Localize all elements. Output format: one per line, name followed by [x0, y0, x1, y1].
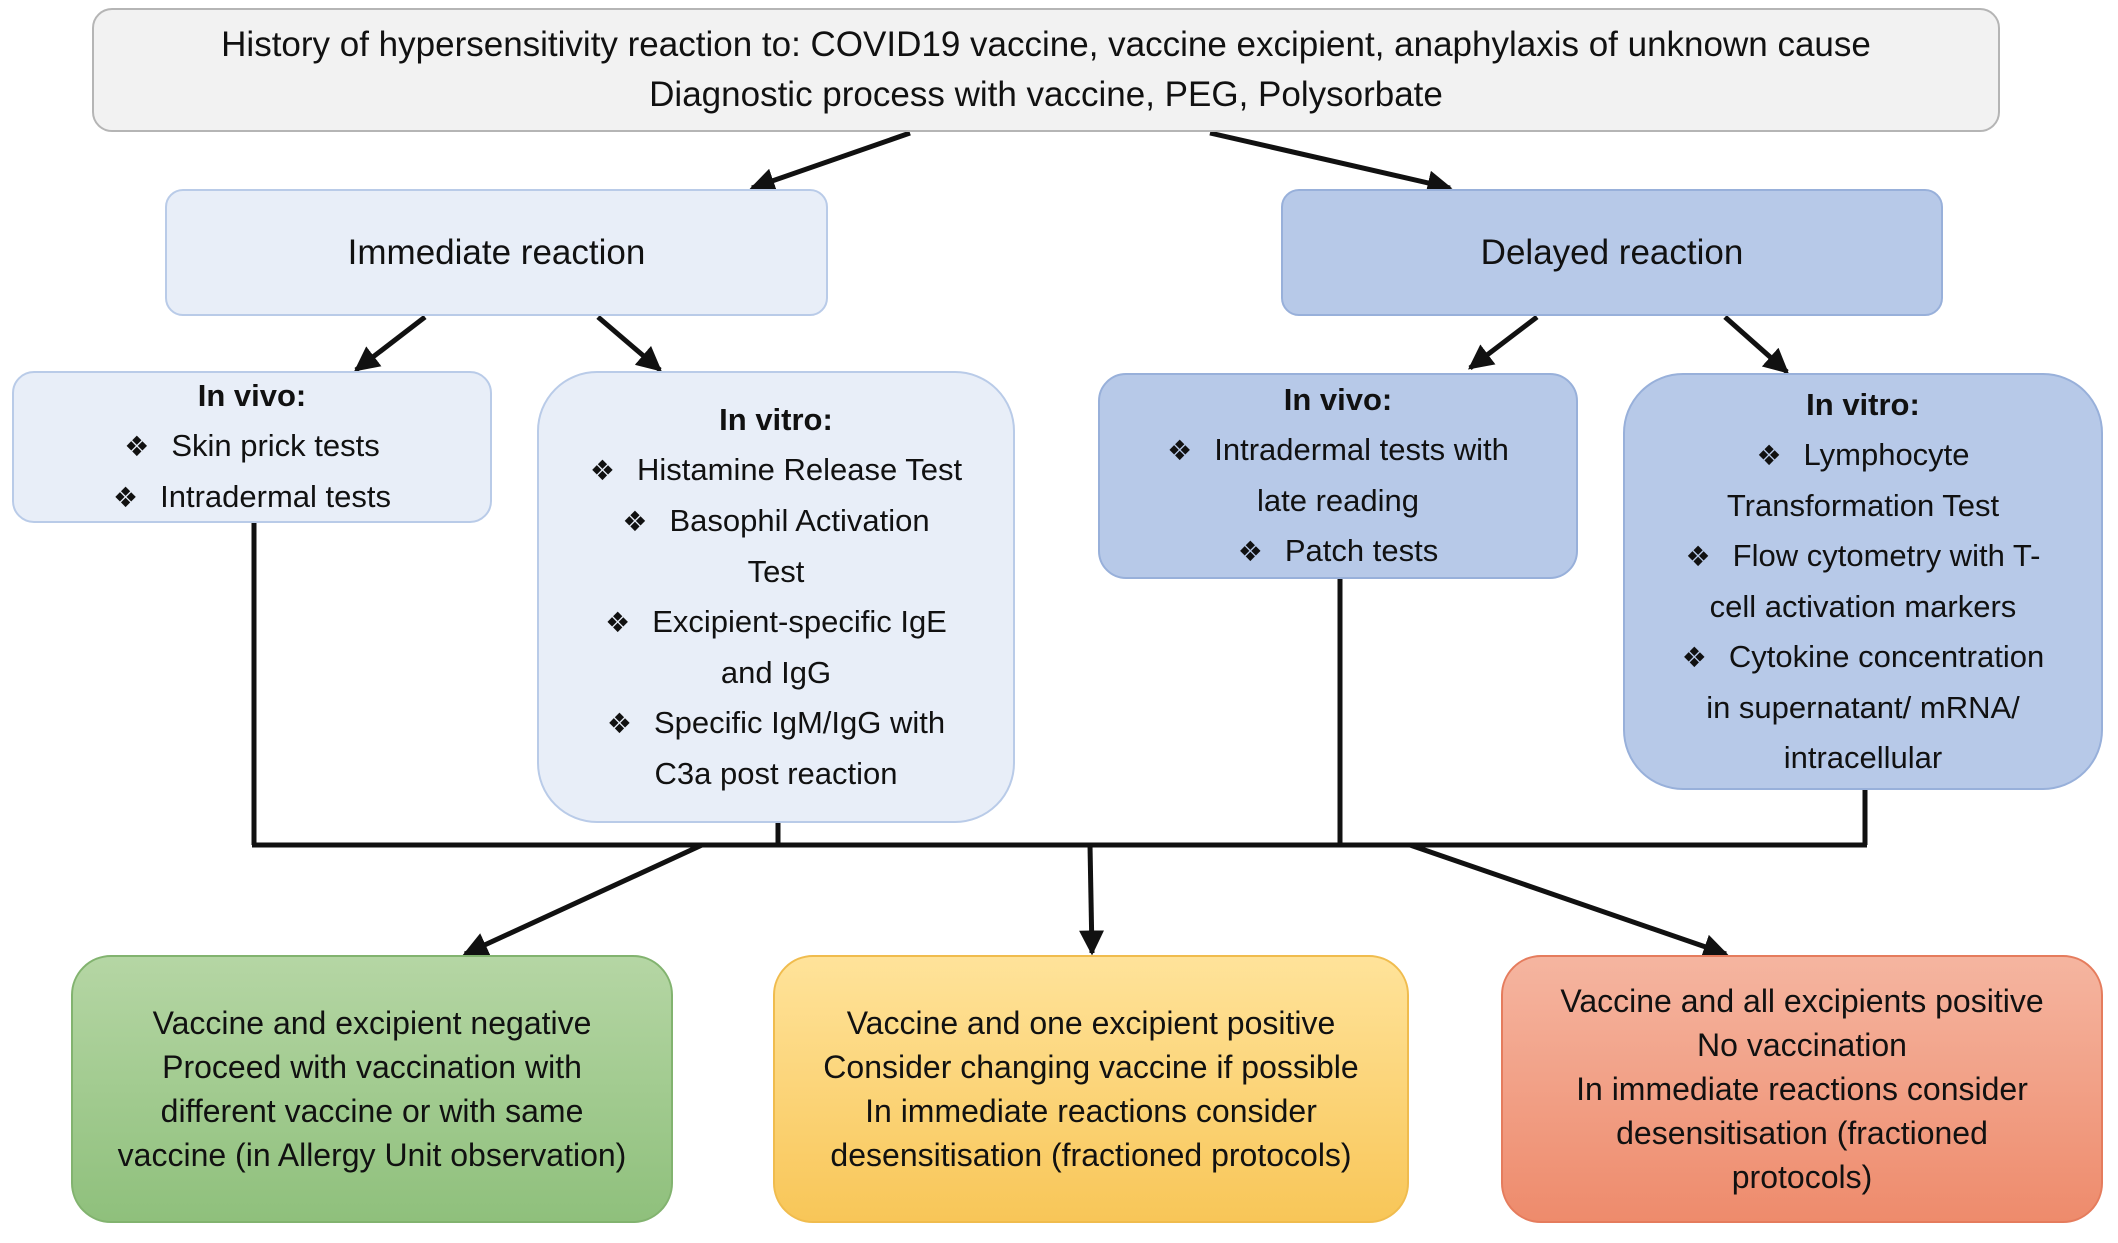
immediate-in-vivo-list: ❖ Skin prick tests ❖ Intradermal tests	[113, 421, 391, 523]
immediate-in-vivo-box: In vivo: ❖ Skin prick tests ❖ Intradermal t…	[12, 371, 492, 523]
test-list-item: ❖ Lymphocyte	[1682, 430, 2044, 481]
test-list-item: ❖ Cytokine concentration	[1682, 632, 2044, 683]
test-list-item-text: Intradermal tests with	[1214, 432, 1509, 467]
outcome-all-positive-box: Vaccine and all excipients positive No va…	[1501, 955, 2103, 1223]
test-list-item-text: Test	[747, 554, 805, 589]
outcome-line: In immediate reactions consider	[865, 1093, 1317, 1129]
test-list-item: C3a post reaction	[590, 749, 962, 799]
test-list-item: ❖ Specific IgM/IgG with	[590, 698, 962, 749]
diamond-bullet-icon: ❖	[1756, 440, 1782, 471]
test-list-item: ❖ Intradermal tests with	[1167, 425, 1509, 476]
diamond-bullet-icon: ❖	[1681, 642, 1707, 673]
test-list-item: and IgG	[590, 648, 962, 698]
immediate-in-vitro-title: In vitro:	[719, 402, 833, 437]
arrow-immediate-to-in-vivo	[354, 315, 427, 372]
test-list-item-text: C3a post reaction	[654, 756, 898, 791]
diamond-bullet-icon: ❖	[1237, 536, 1263, 567]
test-list-item: Transformation Test	[1682, 481, 2044, 531]
diamond-bullet-icon: ❖	[622, 506, 648, 537]
delayed-in-vivo-list: ❖ Intradermal tests with late reading ❖ Patc…	[1167, 425, 1509, 577]
arrow-to-one-positive-outcome	[1079, 844, 1105, 956]
outcome-line: No vaccination	[1697, 1027, 1907, 1063]
test-list-item-text: Skin prick tests	[171, 428, 380, 463]
arrow-delayed-to-in-vivo	[1468, 315, 1539, 370]
arrow-top-to-immediate	[749, 130, 911, 193]
outcome-line: Consider changing vaccine if possible	[823, 1049, 1359, 1085]
outcome-line: Vaccine and all excipients positive	[1560, 983, 2044, 1019]
diamond-bullet-icon: ❖	[606, 708, 632, 739]
test-list-item-text: Basophil Activation	[669, 503, 930, 538]
delayed-reaction-title: Delayed reaction	[1480, 232, 1744, 272]
test-list-item-text: Intradermal tests	[160, 479, 391, 514]
outcome-line: desensitisation (fractioned	[1616, 1115, 1988, 1151]
arrow-top-to-delayed	[1209, 130, 1453, 196]
arrow-to-all-positive-outcome	[1409, 842, 1729, 959]
test-list-item: intracellular	[1682, 733, 2044, 783]
diamond-bullet-icon: ❖	[113, 482, 139, 513]
outcome-line: protocols)	[1731, 1159, 1873, 1195]
outcome-line: Vaccine and one excipient positive	[846, 1005, 1336, 1041]
diamond-bullet-icon: ❖	[1685, 541, 1711, 572]
test-list-item: Test	[590, 547, 962, 597]
outcome-line: Proceed with vaccination with	[162, 1049, 582, 1085]
test-list-item-text: Excipient-specific IgE	[652, 604, 947, 639]
test-list-item: late reading	[1167, 476, 1509, 526]
delayed-reaction-box: Delayed reaction	[1281, 189, 1943, 316]
outcome-line: desensitisation (fractioned protocols)	[830, 1137, 1352, 1173]
test-list-item: ❖ Histamine Release Test	[590, 445, 962, 496]
test-list-item: ❖ Patch tests	[1167, 526, 1509, 577]
delayed-in-vitro-title: In vitro:	[1806, 387, 1920, 422]
test-list-item: cell activation markers	[1682, 582, 2044, 632]
test-list-item-text: intracellular	[1783, 740, 1943, 775]
test-list-item-text: Transformation Test	[1726, 488, 2000, 523]
history-line-2: Diagnostic process with vaccine, PEG, Po…	[649, 75, 1443, 114]
test-list-item-text: Patch tests	[1284, 533, 1439, 568]
delayed-in-vivo-title: In vivo:	[1283, 382, 1393, 417]
test-list-item: ❖ Skin prick tests	[113, 421, 391, 472]
arrow-to-negative-outcome	[462, 842, 704, 957]
test-list-item: in supernatant/ mRNA/	[1682, 683, 2044, 733]
outcome-line: Vaccine and excipient negative	[152, 1005, 592, 1041]
diamond-bullet-icon: ❖	[124, 431, 150, 462]
test-list-item: ❖ Intradermal tests	[113, 472, 391, 523]
history-line-1: History of hypersensitivity reaction to:…	[221, 25, 1871, 64]
test-list-item-text: in supernatant/ mRNA/	[1706, 690, 2020, 725]
test-list-item-text: Cytokine concentration	[1728, 639, 2045, 674]
immediate-in-vitro-list: ❖ Histamine Release Test ❖ Basophil Activat…	[590, 445, 962, 799]
test-list-item-text: and IgG	[720, 655, 832, 690]
test-list-item-text: Histamine Release Test	[637, 452, 963, 487]
immediate-in-vivo-title: In vivo:	[197, 378, 307, 413]
test-list-item-text: Specific IgM/IgG with	[653, 705, 946, 740]
immediate-in-vitro-box: In vitro: ❖ Histamine Release Test ❖ Basoph…	[537, 371, 1015, 823]
history-box: History of hypersensitivity reaction to:…	[92, 8, 2000, 132]
diamond-bullet-icon: ❖	[1167, 435, 1193, 466]
diamond-bullet-icon: ❖	[589, 455, 616, 486]
outcome-line: In immediate reactions consider	[1576, 1071, 2028, 1107]
test-list-item-text: Flow cytometry with T-	[1732, 538, 2041, 573]
outcome-line: vaccine (in Allergy Unit observation)	[117, 1137, 627, 1173]
immediate-reaction-title: Immediate reaction	[347, 232, 646, 272]
test-list-item: ❖ Excipient-specific IgE	[590, 597, 962, 648]
test-list-item: ❖ Basophil Activation	[590, 496, 962, 547]
diamond-bullet-icon: ❖	[605, 607, 631, 638]
immediate-reaction-box: Immediate reaction	[165, 189, 828, 316]
arrow-delayed-to-in-vitro	[1723, 315, 1789, 374]
outcome-line: different vaccine or with same	[160, 1093, 584, 1129]
test-list-item-text: late reading	[1256, 483, 1419, 518]
test-list-item: ❖ Flow cytometry with T-	[1682, 531, 2044, 582]
delayed-in-vivo-box: In vivo: ❖ Intradermal tests with late rea…	[1098, 373, 1578, 579]
arrow-immediate-to-in-vitro	[596, 315, 662, 372]
test-list-item-text: cell activation markers	[1709, 589, 2017, 624]
test-list-item-text: Lymphocyte	[1803, 437, 1970, 472]
